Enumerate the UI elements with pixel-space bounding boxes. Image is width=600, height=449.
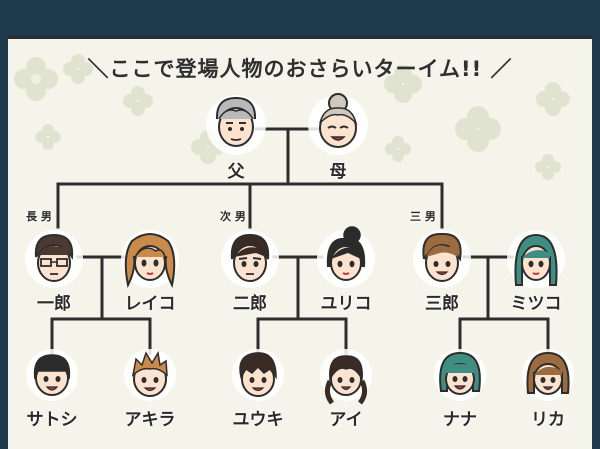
name-yuki: ユウキ [232,410,284,430]
name-jiro: 二郎 [233,294,267,314]
girl-brown-hair-face-icon [522,349,574,401]
boy-spiky-hair-face-icon [124,349,176,401]
name-mitsuko: ミツコ [510,294,562,314]
rank-second-son: 次 男 [220,210,246,223]
woman-bun-hair-face-icon [317,226,375,288]
grandmother-face-icon [308,93,368,155]
name-father: 父 [227,162,245,182]
man-with-glasses-face-icon [25,230,83,288]
boy-messy-hair-face-icon [232,349,284,401]
tree-connectors [50,127,550,355]
boy-face-icon [26,349,78,401]
family-tree-panel: ＼ここで登場人物のおさらいターイム!! ／ [8,36,592,449]
grandfather-face-icon [206,95,266,155]
family-tree [25,93,574,405]
name-ai: アイ [329,410,363,430]
girl-bob-hair-face-icon [434,349,486,401]
name-nana: ナナ [443,410,477,430]
name-saburo: 三郎 [425,294,459,314]
man-face-icon [221,230,279,288]
rank-third-son: 三 男 [410,210,436,223]
page-title: ＼ここで登場人物のおさらいターイム!! ／ [87,57,513,81]
woman-wavy-hair-face-icon [121,230,179,289]
name-reiko: レイコ [124,294,176,314]
name-ichiro: 一郎 [37,294,71,314]
woman-green-hair-face-icon [507,230,565,288]
man-brown-hair-face-icon [413,230,471,288]
name-akira: アキラ [124,410,176,430]
name-mother: 母 [329,162,347,182]
name-rika: リカ [531,410,565,430]
name-satoshi: サトシ [26,410,78,430]
name-yuriko: ユリコ [320,294,372,314]
rank-eldest-son: 長 男 [26,210,52,223]
girl-braids-face-icon [320,349,372,405]
